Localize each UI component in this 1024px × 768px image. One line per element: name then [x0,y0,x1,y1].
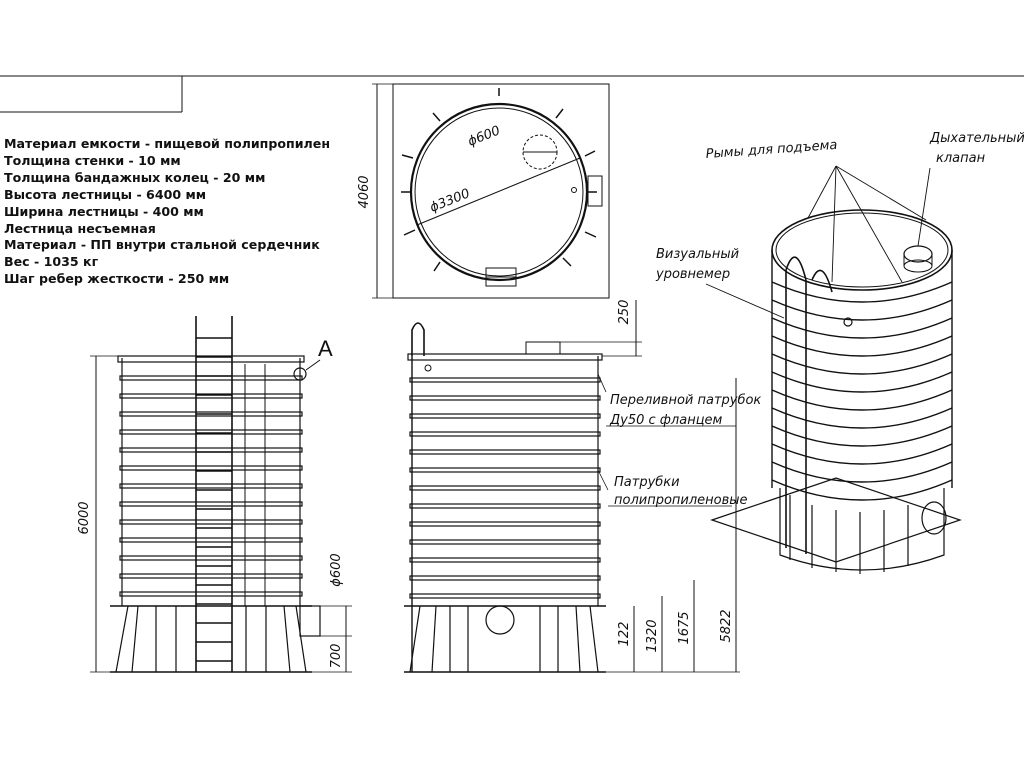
side-dim-d: 5822 [719,609,734,642]
spec-line: Шаг ребер жесткости - 250 мм [4,271,230,287]
side-view: 250 122 1320 1675 5822 [404,300,740,673]
front-bottom-dim: 700 [329,644,344,669]
spec-line: Лестница несъемная [4,220,156,236]
nozzles-label-2: полипропиленовые [614,493,748,508]
spec-line: Толщина бандажных колец - 20 мм [4,169,266,185]
overflow-label-2: Ду50 с фланцем [609,413,723,428]
spec-line: Вес - 1035 кг [4,254,99,270]
spec-line: Материал емкости - пищевой полипропилен [4,136,331,151]
side-dim-c: 1675 [677,611,692,644]
callout-labels: Рымы для подъема Дыхательный клапан Визу… [606,131,1024,508]
hatch-diameter-label: ϕ600 [466,123,503,149]
top-view: ϕ600 ϕ3300 4060 [357,83,610,299]
spec-line: Толщина стенки - 10 мм [4,152,181,168]
spec-line: Ширина лестницы - 400 мм [4,203,204,219]
nozzles-label-1: Патрубки [614,475,680,490]
front-height-dim: 6000 [77,501,92,534]
detail-a-label: A [318,336,333,361]
sheet-frame [0,75,1024,113]
front-nozzle-dim: ϕ600 [329,553,344,586]
side-dim-a: 122 [617,622,632,647]
breather-label-1: Дыхательный [929,131,1024,146]
breather-label-2: клапан [936,151,986,166]
overflow-label-1: Переливной патрубок [610,393,761,408]
level-gauge-label-2: уровнемер [655,267,730,282]
front-view: A 6000 ϕ600 700 [77,316,352,673]
lift-eyes-label: Рымы для подъема [705,138,838,162]
level-gauge-label-1: Визуальный [656,247,739,262]
spec-line: Высота лестницы - 6400 мм [4,186,207,202]
spec-line: Материал - ПП внутри стальной сердечник [4,237,320,253]
side-dim-b: 1320 [645,619,660,652]
specifications-list: Материал емкости - пищевой полипропилен … [4,136,330,288]
top-view-side-dim: 4060 [357,175,372,208]
side-top-dim: 250 [617,300,632,325]
isometric-view [705,165,962,574]
